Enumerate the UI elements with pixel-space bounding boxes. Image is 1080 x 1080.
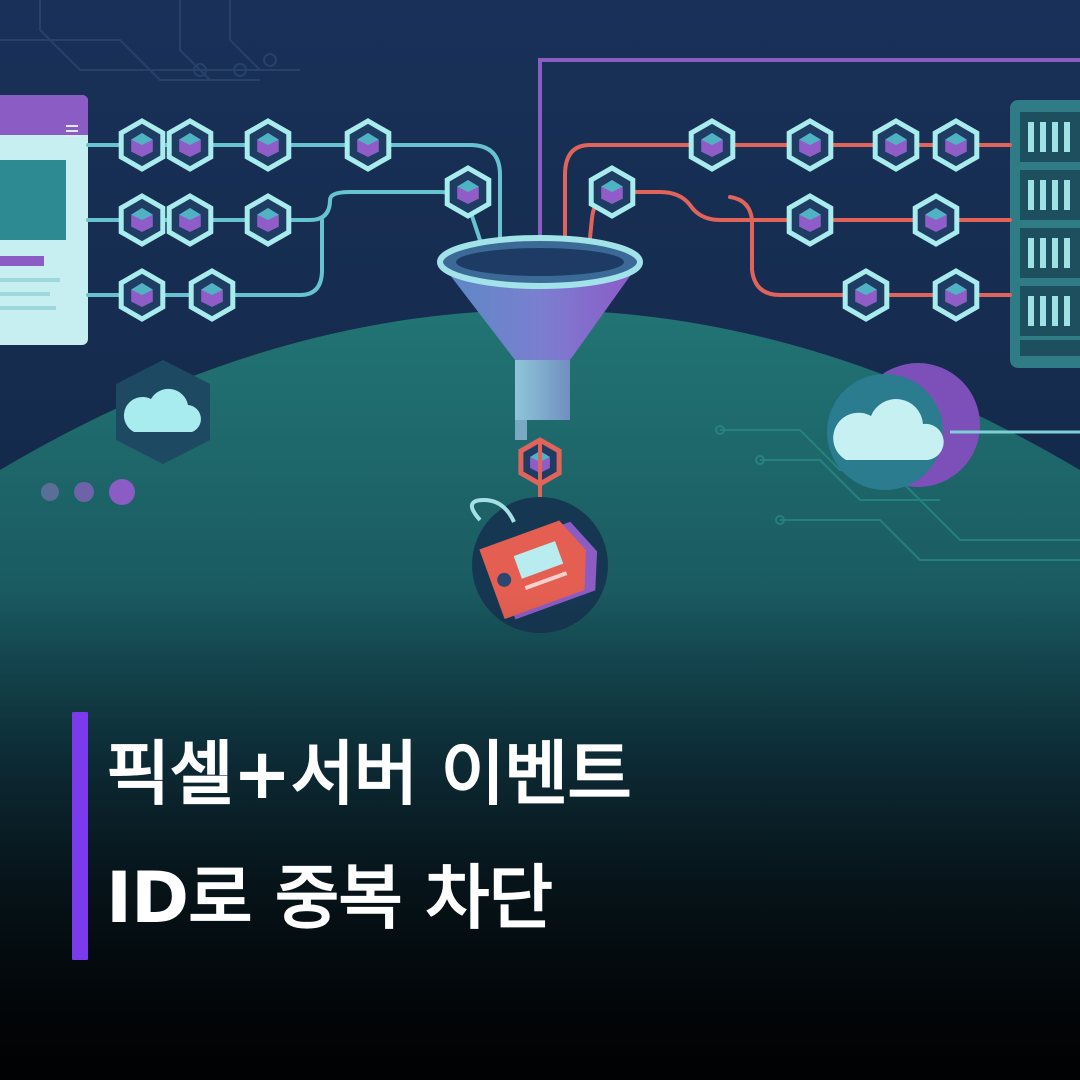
headline: 픽셀+서버 이벤트 ID로 중복 차단	[106, 714, 632, 962]
accent-bar	[72, 712, 88, 960]
headline-line-1: 픽셀+서버 이벤트	[106, 733, 632, 815]
headline-line-2: ID로 중복 차단	[106, 857, 553, 939]
